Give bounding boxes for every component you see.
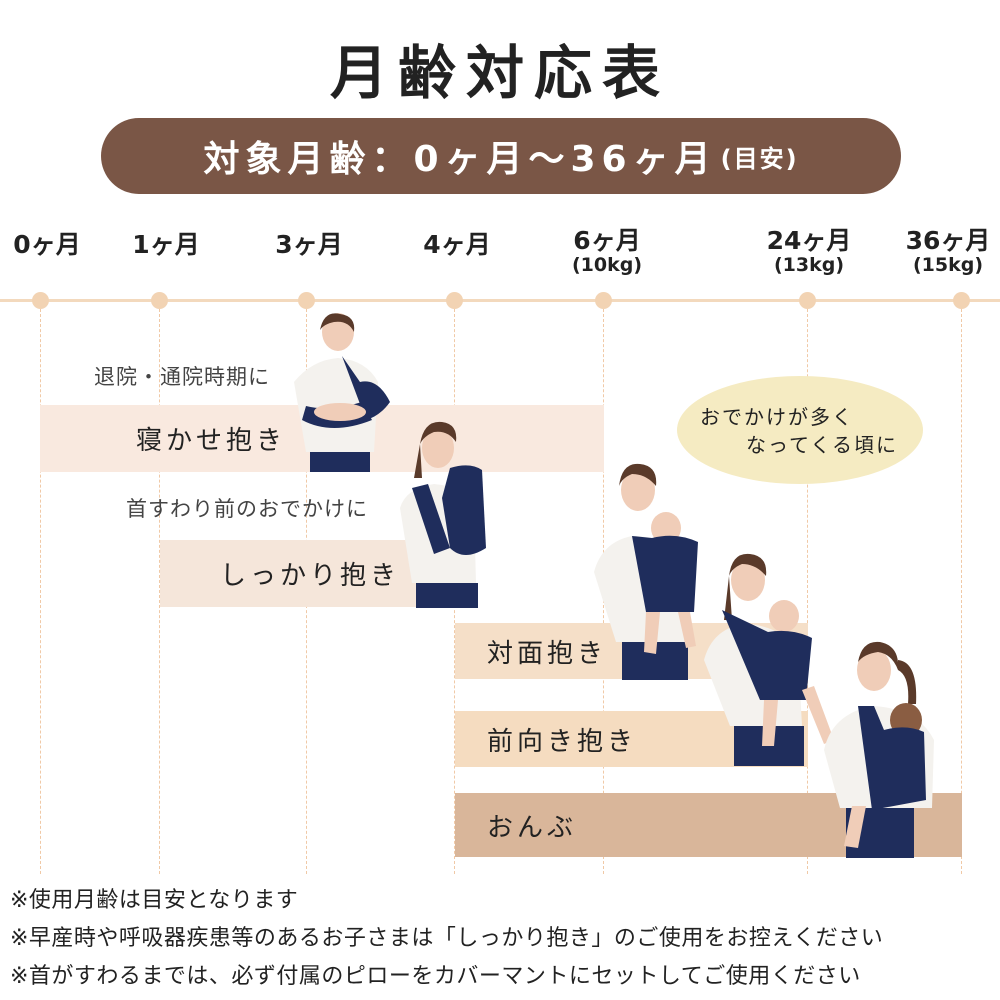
tick-dot bbox=[32, 292, 49, 309]
note-before-neck: 首すわり前のおでかけに bbox=[126, 497, 368, 521]
tick-dot bbox=[595, 292, 612, 309]
footer-note-1: ※使用月齢は目安となります bbox=[10, 888, 299, 913]
target-age-note: (目安) bbox=[720, 144, 799, 173]
tick-24m: 24ヶ月(13kg) bbox=[749, 228, 869, 277]
photo-face-in-hold bbox=[594, 463, 698, 680]
photo-back-carry bbox=[824, 641, 934, 858]
photo-secure-hold bbox=[400, 421, 486, 608]
tick-4m: 4ヶ月 bbox=[423, 230, 491, 259]
target-age-text: 対象月齢：0ヶ月〜36ヶ月 bbox=[203, 139, 717, 180]
tip-bubble bbox=[677, 376, 923, 484]
tip-line-2: なってくる頃に bbox=[746, 433, 898, 457]
bar-label: おんぶ bbox=[487, 812, 578, 843]
tick-36m-weight: (15kg) bbox=[912, 254, 984, 276]
bar-label: しっかり抱き bbox=[220, 561, 401, 591]
tick-dot bbox=[151, 292, 168, 309]
page-title: 月齢対応表 bbox=[329, 39, 670, 107]
target-age-banner: 対象月齢：0ヶ月〜36ヶ月 (目安) bbox=[101, 118, 901, 194]
photo-face-out-hold bbox=[704, 553, 834, 766]
tick-6m: 6ヶ月(10kg) bbox=[547, 228, 667, 277]
footer-note-3: ※首がすわるまでは、必ず付属のピローをカバーマントにセットしてご使用ください bbox=[10, 964, 861, 989]
bar-label: 前向き抱き bbox=[487, 726, 638, 757]
grid-line bbox=[159, 309, 160, 874]
tick-24m-weight: (13kg) bbox=[773, 254, 845, 276]
tick-3m: 3ヶ月 bbox=[275, 230, 343, 259]
tick-6m-weight: (10kg) bbox=[571, 254, 643, 276]
tick-0m: 0ヶ月 bbox=[13, 230, 81, 259]
tip-line-1: おでかけが多く bbox=[700, 405, 854, 429]
tick-dot bbox=[446, 292, 463, 309]
note-newborn: 退院・通院時期に bbox=[94, 365, 270, 389]
tick-36m: 36ヶ月(15kg) bbox=[888, 228, 1000, 277]
bar-label: 寝かせ抱き bbox=[136, 426, 287, 456]
grid-line bbox=[961, 309, 962, 874]
timeline-axis bbox=[0, 299, 1000, 302]
tick-1m: 1ヶ月 bbox=[132, 230, 200, 259]
footer-note-2: ※早産時や呼吸器疾患等のあるお子さまは「しっかり抱き」のご使用をお控えください bbox=[10, 926, 884, 951]
photo-lying-hold bbox=[294, 313, 390, 472]
grid-line bbox=[40, 309, 41, 874]
bar-label: 対面抱き bbox=[487, 638, 608, 669]
bar-secure-hold: しっかり抱き bbox=[160, 540, 422, 607]
tick-dot bbox=[799, 292, 816, 309]
grid-line bbox=[807, 309, 808, 874]
tick-dot bbox=[953, 292, 970, 309]
tick-dot bbox=[298, 292, 315, 309]
